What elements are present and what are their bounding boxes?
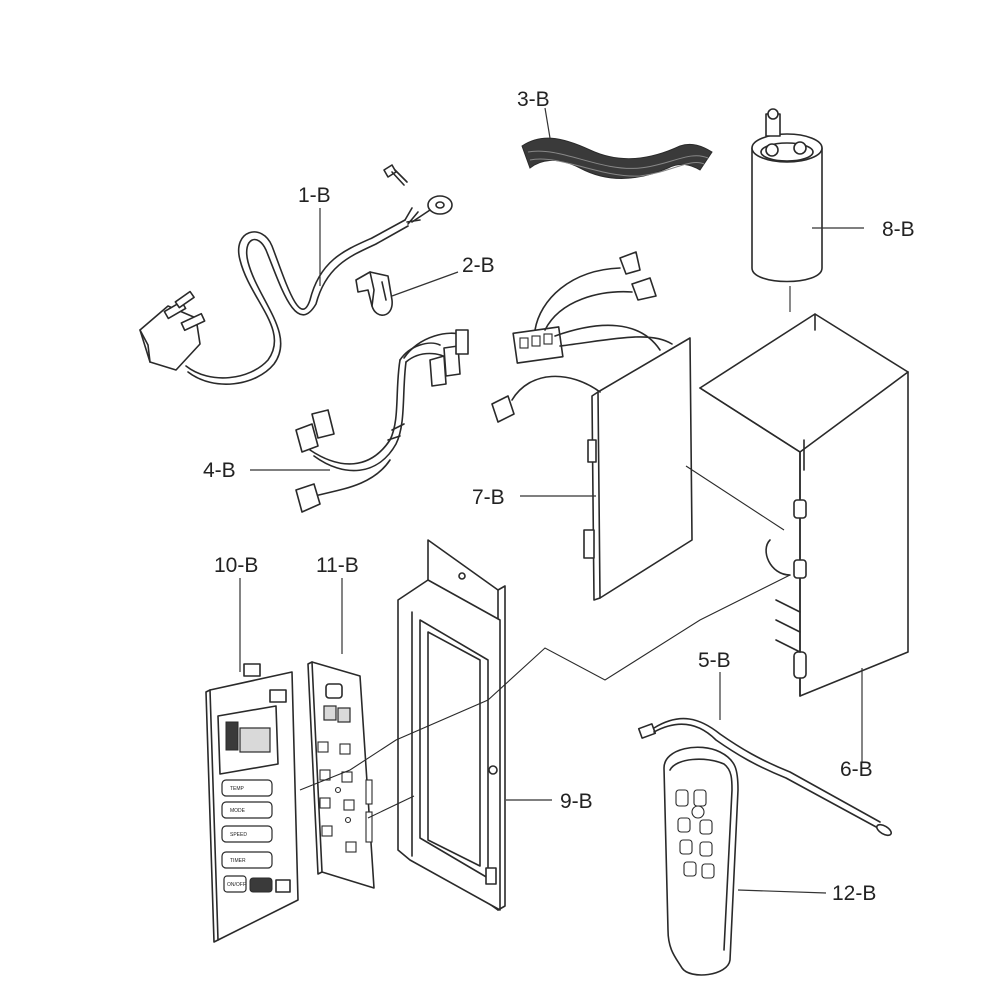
control-box-6b [699,313,909,697]
label-2b: 2-B [462,254,495,277]
remote-control-12b [663,746,739,976]
sensor-wire-5b [637,717,893,837]
svg-text:TIMER: TIMER [230,858,246,864]
ribbon-cable-3b [521,137,713,179]
pcb-board-7b [491,251,693,601]
svg-text:TEMP: TEMP [230,786,245,792]
label-3b: 3-B [517,88,550,111]
cord-clamp-2b [355,271,393,316]
capacitor-8b [751,108,823,283]
label-6b: 6-B [840,758,873,781]
label-10b: 10-B [214,554,258,577]
svg-text:MODE: MODE [230,808,246,814]
wire-harness-4b [295,329,469,513]
power-cord-1b [139,164,453,385]
leader-lines [239,107,864,894]
svg-text:SPEED: SPEED [230,832,247,838]
label-9b: 9-B [560,790,593,813]
label-1b: 1-B [298,184,331,207]
svg-text:ON/OFF: ON/OFF [227,882,246,888]
label-12b: 12-B [832,882,876,905]
label-11b: 11-B [316,554,359,577]
keypad-pcb-11b [307,661,375,889]
front-panel-10b: TEMP MODE SPEED TIMER ON/OFF [205,663,299,943]
label-5b: 5-B [698,649,731,672]
label-8b: 8-B [882,218,915,241]
mounting-bracket-9b [397,539,506,911]
label-4b: 4-B [203,459,236,482]
label-7b: 7-B [472,486,505,509]
